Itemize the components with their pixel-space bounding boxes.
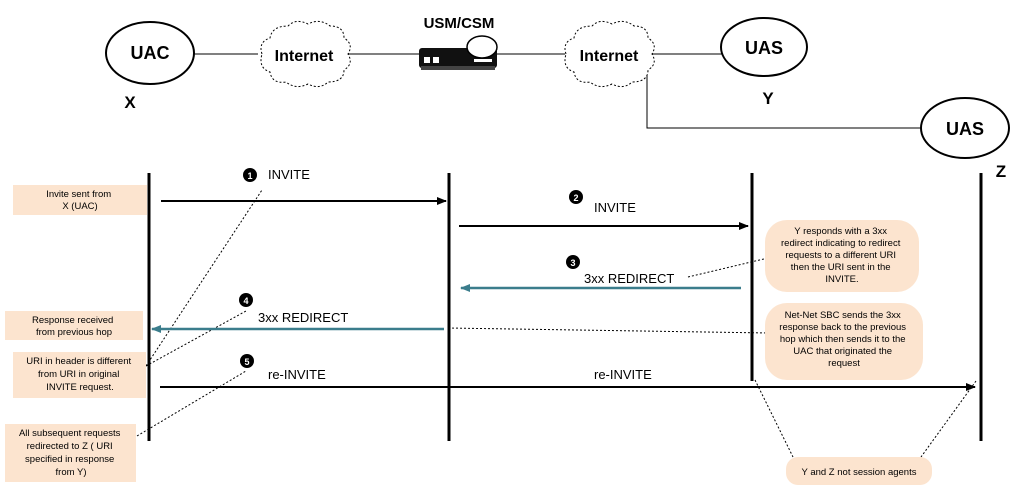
note-response-received-line-2: from previous hop — [36, 327, 112, 338]
note-y-responds-line-4: then the URI sent in the — [791, 262, 891, 273]
connector-sbc-to-redirect — [447, 327, 769, 334]
message-label-5: re-INVITE — [268, 367, 326, 382]
note-not-agents: Y and Z not session agents — [802, 467, 917, 478]
step-badge-5 — [240, 354, 254, 368]
message-label-5b: re-INVITE — [594, 367, 652, 382]
step-badge-4 — [239, 293, 253, 307]
note-uri-different: URI in header is different from URI in o… — [26, 356, 134, 393]
internet-cloud-2 — [564, 20, 655, 88]
note-sbc-sends-line-2: response back to the previous — [779, 322, 906, 333]
note-invite-sent-line-1: Invite sent from — [46, 189, 111, 200]
note-uri-different-box — [13, 352, 146, 398]
uac-label: UAC — [131, 43, 170, 63]
note-response-received: Response received from previous hop — [32, 315, 116, 338]
connector-notagents-to-z — [920, 380, 977, 458]
message-label-2: INVITE — [594, 200, 636, 215]
note-y-responds-line-5: INVITE. — [825, 274, 858, 285]
note-sbc-sends-line-5: request — [828, 358, 860, 369]
message-label-1: INVITE — [268, 167, 310, 182]
note-subsequent-line-2: redirected to Z ( URI — [27, 441, 113, 452]
step-number-3: 3 — [570, 258, 575, 268]
note-subsequent-box — [5, 424, 136, 482]
note-sbc-sends-line-3: hop which then sends it to the — [780, 334, 906, 345]
note-subsequent-line-1: All subsequent requests — [19, 428, 121, 439]
connector-notagents-to-y — [754, 379, 794, 458]
note-invite-sent: Invite sent from X (UAC) — [46, 189, 114, 212]
uac-node — [105, 21, 195, 85]
uas-y-label: UAS — [745, 38, 783, 58]
note-y-responds-line-2: redirect indicating to redirect — [781, 238, 901, 249]
step-badge-3 — [566, 255, 580, 269]
z-label: Z — [996, 162, 1006, 181]
note-y-responds-line-3: requests to a different URI — [785, 250, 896, 261]
message-label-3: 3xx REDIRECT — [584, 271, 674, 286]
link-internet-uas-z — [646, 75, 922, 129]
device-label: USM/CSM — [424, 15, 495, 32]
step-number-2: 2 — [573, 193, 578, 203]
step-number-1: 1 — [247, 171, 252, 181]
step-number-4: 4 — [243, 296, 248, 306]
uas-z-node — [920, 97, 1010, 159]
connector-yresponds-to-redirect — [687, 257, 769, 278]
note-response-received-line-1: Response received — [32, 315, 113, 326]
messages: 1 INVITE 2 INVITE 3 3xx REDIRECT 4 3xx R… — [151, 167, 976, 391]
note-subsequent-line-3: specified in response — [25, 454, 114, 465]
note-subsequent: All subsequent requests redirected to Z … — [19, 428, 123, 478]
note-sbc-sends: Net-Net SBC sends the 3xx response back … — [779, 310, 908, 369]
internet-label-1: Internet — [275, 48, 334, 65]
note-invite-sent-line-2: X (UAC) — [62, 201, 97, 212]
internet-label-2: Internet — [580, 48, 639, 65]
connector-uri-to-redirect — [145, 310, 247, 367]
usm-csm-device-icon — [419, 35, 498, 70]
network-topology: UAC X Internet USM/CSM Internet UAS Y UA… — [105, 15, 1010, 181]
note-sbc-sends-line-4: UAC that originated the — [793, 346, 892, 357]
step-badge-1 — [243, 168, 257, 182]
note-not-agents-box — [786, 457, 932, 485]
note-sbc-sends-line-1: Net-Net SBC sends the 3xx — [785, 310, 901, 321]
connector-uri-to-invite — [145, 189, 263, 367]
note-y-responds-line-1: Y responds with a 3xx — [794, 226, 887, 237]
note-uri-different-line-1: URI in header is different — [26, 356, 131, 367]
internet-cloud-1 — [260, 20, 351, 88]
connector-subsequent-to-reinvite — [136, 370, 247, 437]
note-uri-different-line-3: INVITE request. — [46, 382, 114, 393]
x-label: X — [124, 93, 136, 112]
note-invite-sent-box — [13, 185, 147, 215]
note-sbc-sends-box — [765, 303, 923, 380]
y-label: Y — [762, 89, 774, 108]
uas-z-label: UAS — [946, 119, 984, 139]
note-response-received-box — [5, 311, 143, 340]
step-number-5: 5 — [244, 357, 249, 367]
step-badge-2 — [569, 190, 583, 204]
lifelines — [147, 173, 983, 441]
note-y-responds: Y responds with a 3xx redirect indicatin… — [781, 226, 903, 285]
uas-y-node — [720, 17, 808, 77]
message-label-4: 3xx REDIRECT — [258, 310, 348, 325]
note-y-responds-box — [765, 220, 919, 292]
callout-connectors — [136, 189, 977, 458]
note-subsequent-line-4: from Y) — [56, 467, 87, 478]
notes: Invite sent from X (UAC) Response receiv… — [5, 185, 932, 485]
note-uri-different-line-2: from URI in original — [38, 369, 119, 380]
